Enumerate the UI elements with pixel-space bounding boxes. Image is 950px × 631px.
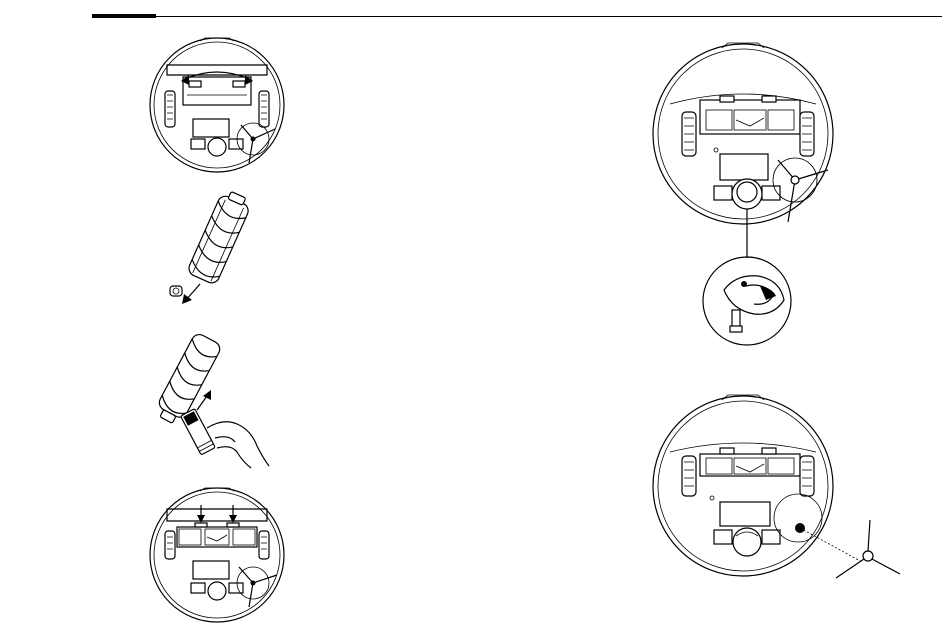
end-cap — [170, 286, 182, 296]
arrow-icon — [182, 284, 200, 304]
arrow-icon — [197, 390, 211, 410]
main-brush-cleaning-tool — [145, 330, 275, 470]
hand-icon — [207, 422, 269, 468]
side-brush-icon — [836, 520, 900, 578]
arrow-icon — [195, 505, 207, 527]
robot-bottom-caster-wheel — [650, 38, 850, 358]
header-rule — [92, 16, 942, 17]
arrow-icon — [227, 505, 239, 527]
main-brush-remove-end-cap — [160, 190, 270, 315]
robot-bottom-install-brush-guard — [145, 485, 295, 625]
caster-wheel-icon — [703, 257, 791, 345]
cleaning-tool — [181, 409, 216, 455]
robot-bottom-remove-brush-guard — [145, 35, 295, 175]
robot-bottom-side-brush — [650, 390, 910, 590]
